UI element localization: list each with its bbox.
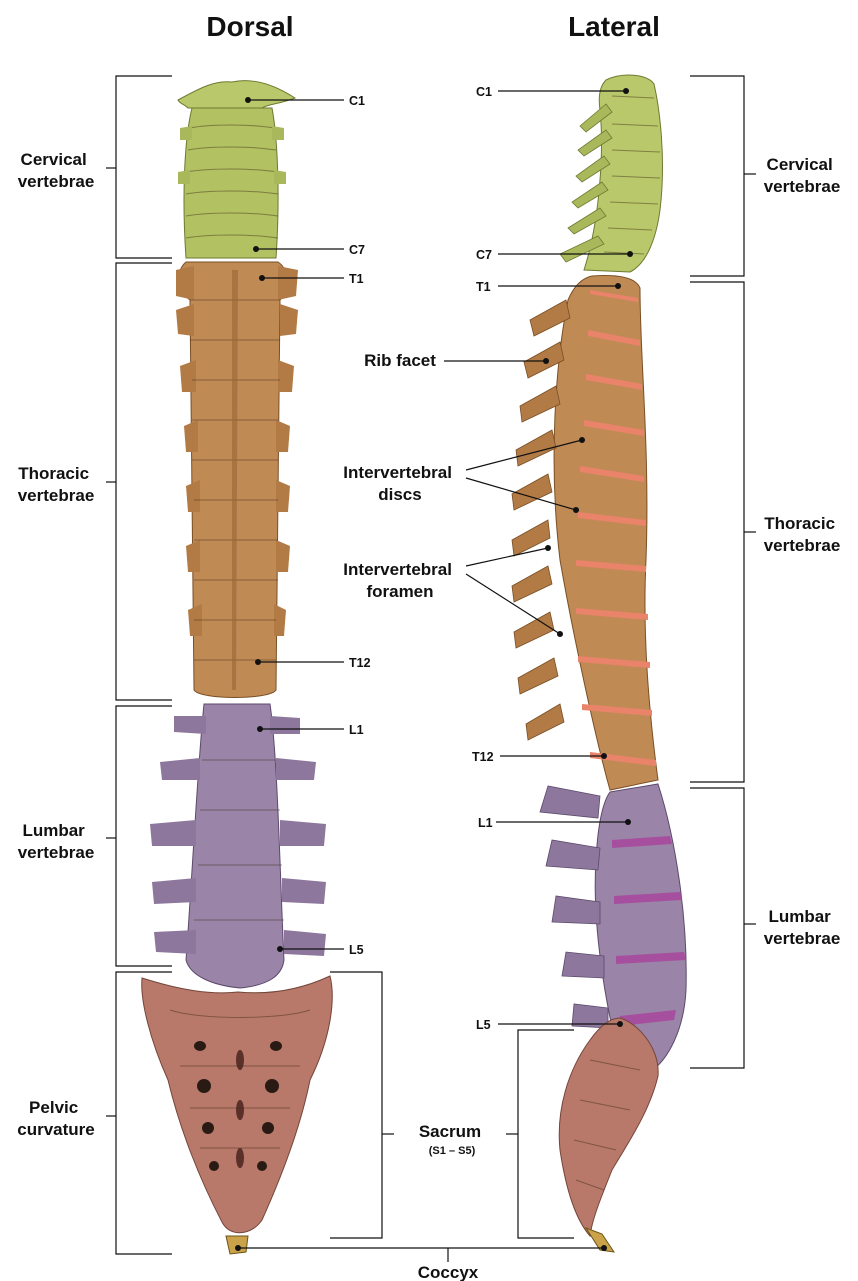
- label-intervertebral-discs: Intervertebral discs: [343, 463, 456, 504]
- label-lateral-c7: C7: [476, 248, 492, 262]
- label-dorsal-pelvic: Pelvic curvature: [17, 1098, 94, 1139]
- lateral-sacrum-segment: [559, 1018, 658, 1236]
- label-lateral-c1: C1: [476, 85, 492, 99]
- label-rib-facet: Rib facet: [364, 351, 436, 370]
- label-dorsal-thoracic: Thoracic vertebrae: [18, 464, 95, 505]
- lateral-thoracic-segment: [512, 276, 658, 791]
- coccyx-dorsal-dot: [235, 1245, 241, 1251]
- label-lateral-l1: L1: [478, 816, 493, 830]
- lateral-view-title: Lateral: [568, 11, 660, 42]
- label-lateral-thoracic: Thoracic vertebrae: [764, 514, 841, 555]
- label-dorsal-t1: T1: [349, 272, 364, 286]
- label-dorsal-l1: L1: [349, 723, 364, 737]
- label-lateral-l5: L5: [476, 1018, 491, 1032]
- coccyx-lateral-dot: [601, 1245, 607, 1251]
- label-sacrum-range: (S1 – S5): [429, 1145, 476, 1157]
- dorsal-thoracic-segment: [176, 262, 298, 698]
- label-dorsal-l5: L5: [349, 943, 364, 957]
- dorsal-view-title: Dorsal: [206, 11, 293, 42]
- label-dorsal-lumbar: Lumbar vertebrae: [18, 821, 95, 862]
- label-lateral-cervical: Cervical vertebrae: [764, 155, 841, 196]
- label-lateral-t1: T1: [476, 280, 491, 294]
- bracket-dorsal-cervical: [116, 76, 172, 258]
- label-lateral-t12: T12: [472, 750, 494, 764]
- label-sacrum: Sacrum: [419, 1122, 481, 1141]
- lateral-cervical-segment: [560, 75, 662, 272]
- label-intervertebral-foramen: Intervertebral foramen: [343, 560, 456, 601]
- dorsal-lumbar-segment: [150, 704, 326, 988]
- label-dorsal-cervical: Cervical vertebrae: [18, 150, 95, 191]
- label-coccyx: Coccyx: [418, 1263, 479, 1281]
- label-dorsal-t12: T12: [349, 656, 371, 670]
- dorsal-sacrum-segment: [142, 976, 332, 1233]
- bracket-dorsal-thoracic: [116, 263, 172, 700]
- bracket-lateral-lumbar: [690, 788, 744, 1068]
- label-dorsal-c7: C7: [349, 243, 365, 257]
- dorsal-cervical-segment: [178, 81, 295, 258]
- dorsal-spine-illustration: [142, 81, 332, 1254]
- bracket-lateral-thoracic: [690, 282, 744, 782]
- label-dorsal-c1: C1: [349, 94, 365, 108]
- label-lateral-lumbar: Lumbar vertebrae: [764, 907, 841, 948]
- dorsal-coccyx: [226, 1236, 248, 1254]
- lateral-spine-illustration: [512, 75, 686, 1252]
- bracket-dorsal-sacrum: [330, 972, 382, 1238]
- bracket-lateral-cervical: [690, 76, 744, 276]
